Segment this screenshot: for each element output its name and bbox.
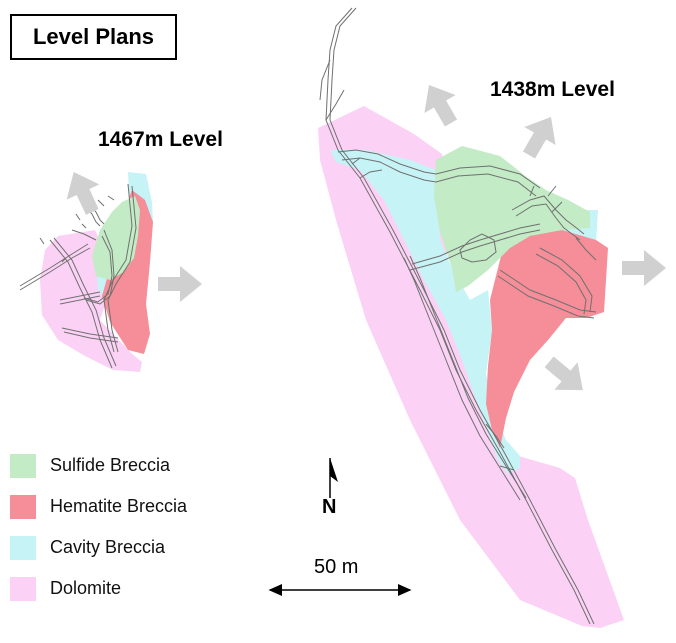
north-arrow: [329, 458, 338, 498]
level-label-1438m: 1438m Level: [490, 78, 615, 101]
legend-item-hematite-breccia: Hematite Breccia: [10, 486, 187, 527]
flow-arrow-1438-east: [622, 250, 666, 286]
north-label: N: [322, 496, 337, 518]
tunnels-1467: [19, 183, 137, 369]
legend-item-dolomite: Dolomite: [10, 568, 187, 609]
flow-arrow-1438-northwest: [424, 84, 458, 127]
tunnels-1438: [319, 7, 597, 625]
level-label-1467m: 1467m Level: [98, 128, 223, 151]
plan-1438m: [318, 7, 666, 628]
legend-label: Dolomite: [50, 578, 122, 598]
legend-swatch-sulfide: [10, 453, 36, 478]
legend-label: Sulfide Breccia: [50, 455, 171, 475]
legend-swatch-dolomite: [10, 576, 36, 601]
diagram-title: Level Plans: [10, 14, 177, 60]
legend: Sulfide Breccia Hematite Breccia Cavity …: [10, 445, 187, 609]
flow-arrow-1467-right: [158, 266, 202, 302]
hematite-breccia-zone-1467: [102, 190, 153, 354]
flow-arrow-1438-southeast: [544, 356, 583, 391]
legend-swatch-cavity: [10, 535, 36, 560]
legend-swatch-hematite: [10, 494, 36, 519]
flow-arrow-1467-up: [66, 172, 100, 215]
plan-1467m: [19, 172, 202, 372]
legend-item-sulfide-breccia: Sulfide Breccia: [10, 445, 187, 486]
flow-arrow-1438-northeast: [522, 116, 556, 159]
legend-label: Cavity Breccia: [50, 537, 166, 557]
hematite-breccia-zone-1438: [486, 230, 608, 448]
legend-label: Hematite Breccia: [50, 496, 188, 516]
scale-bar-label: 50 m: [314, 556, 359, 578]
sulfide-breccia-zone-1438: [434, 146, 590, 292]
sulfide-breccia-zone-1467: [92, 196, 140, 280]
legend-item-cavity-breccia: Cavity Breccia: [10, 527, 187, 568]
